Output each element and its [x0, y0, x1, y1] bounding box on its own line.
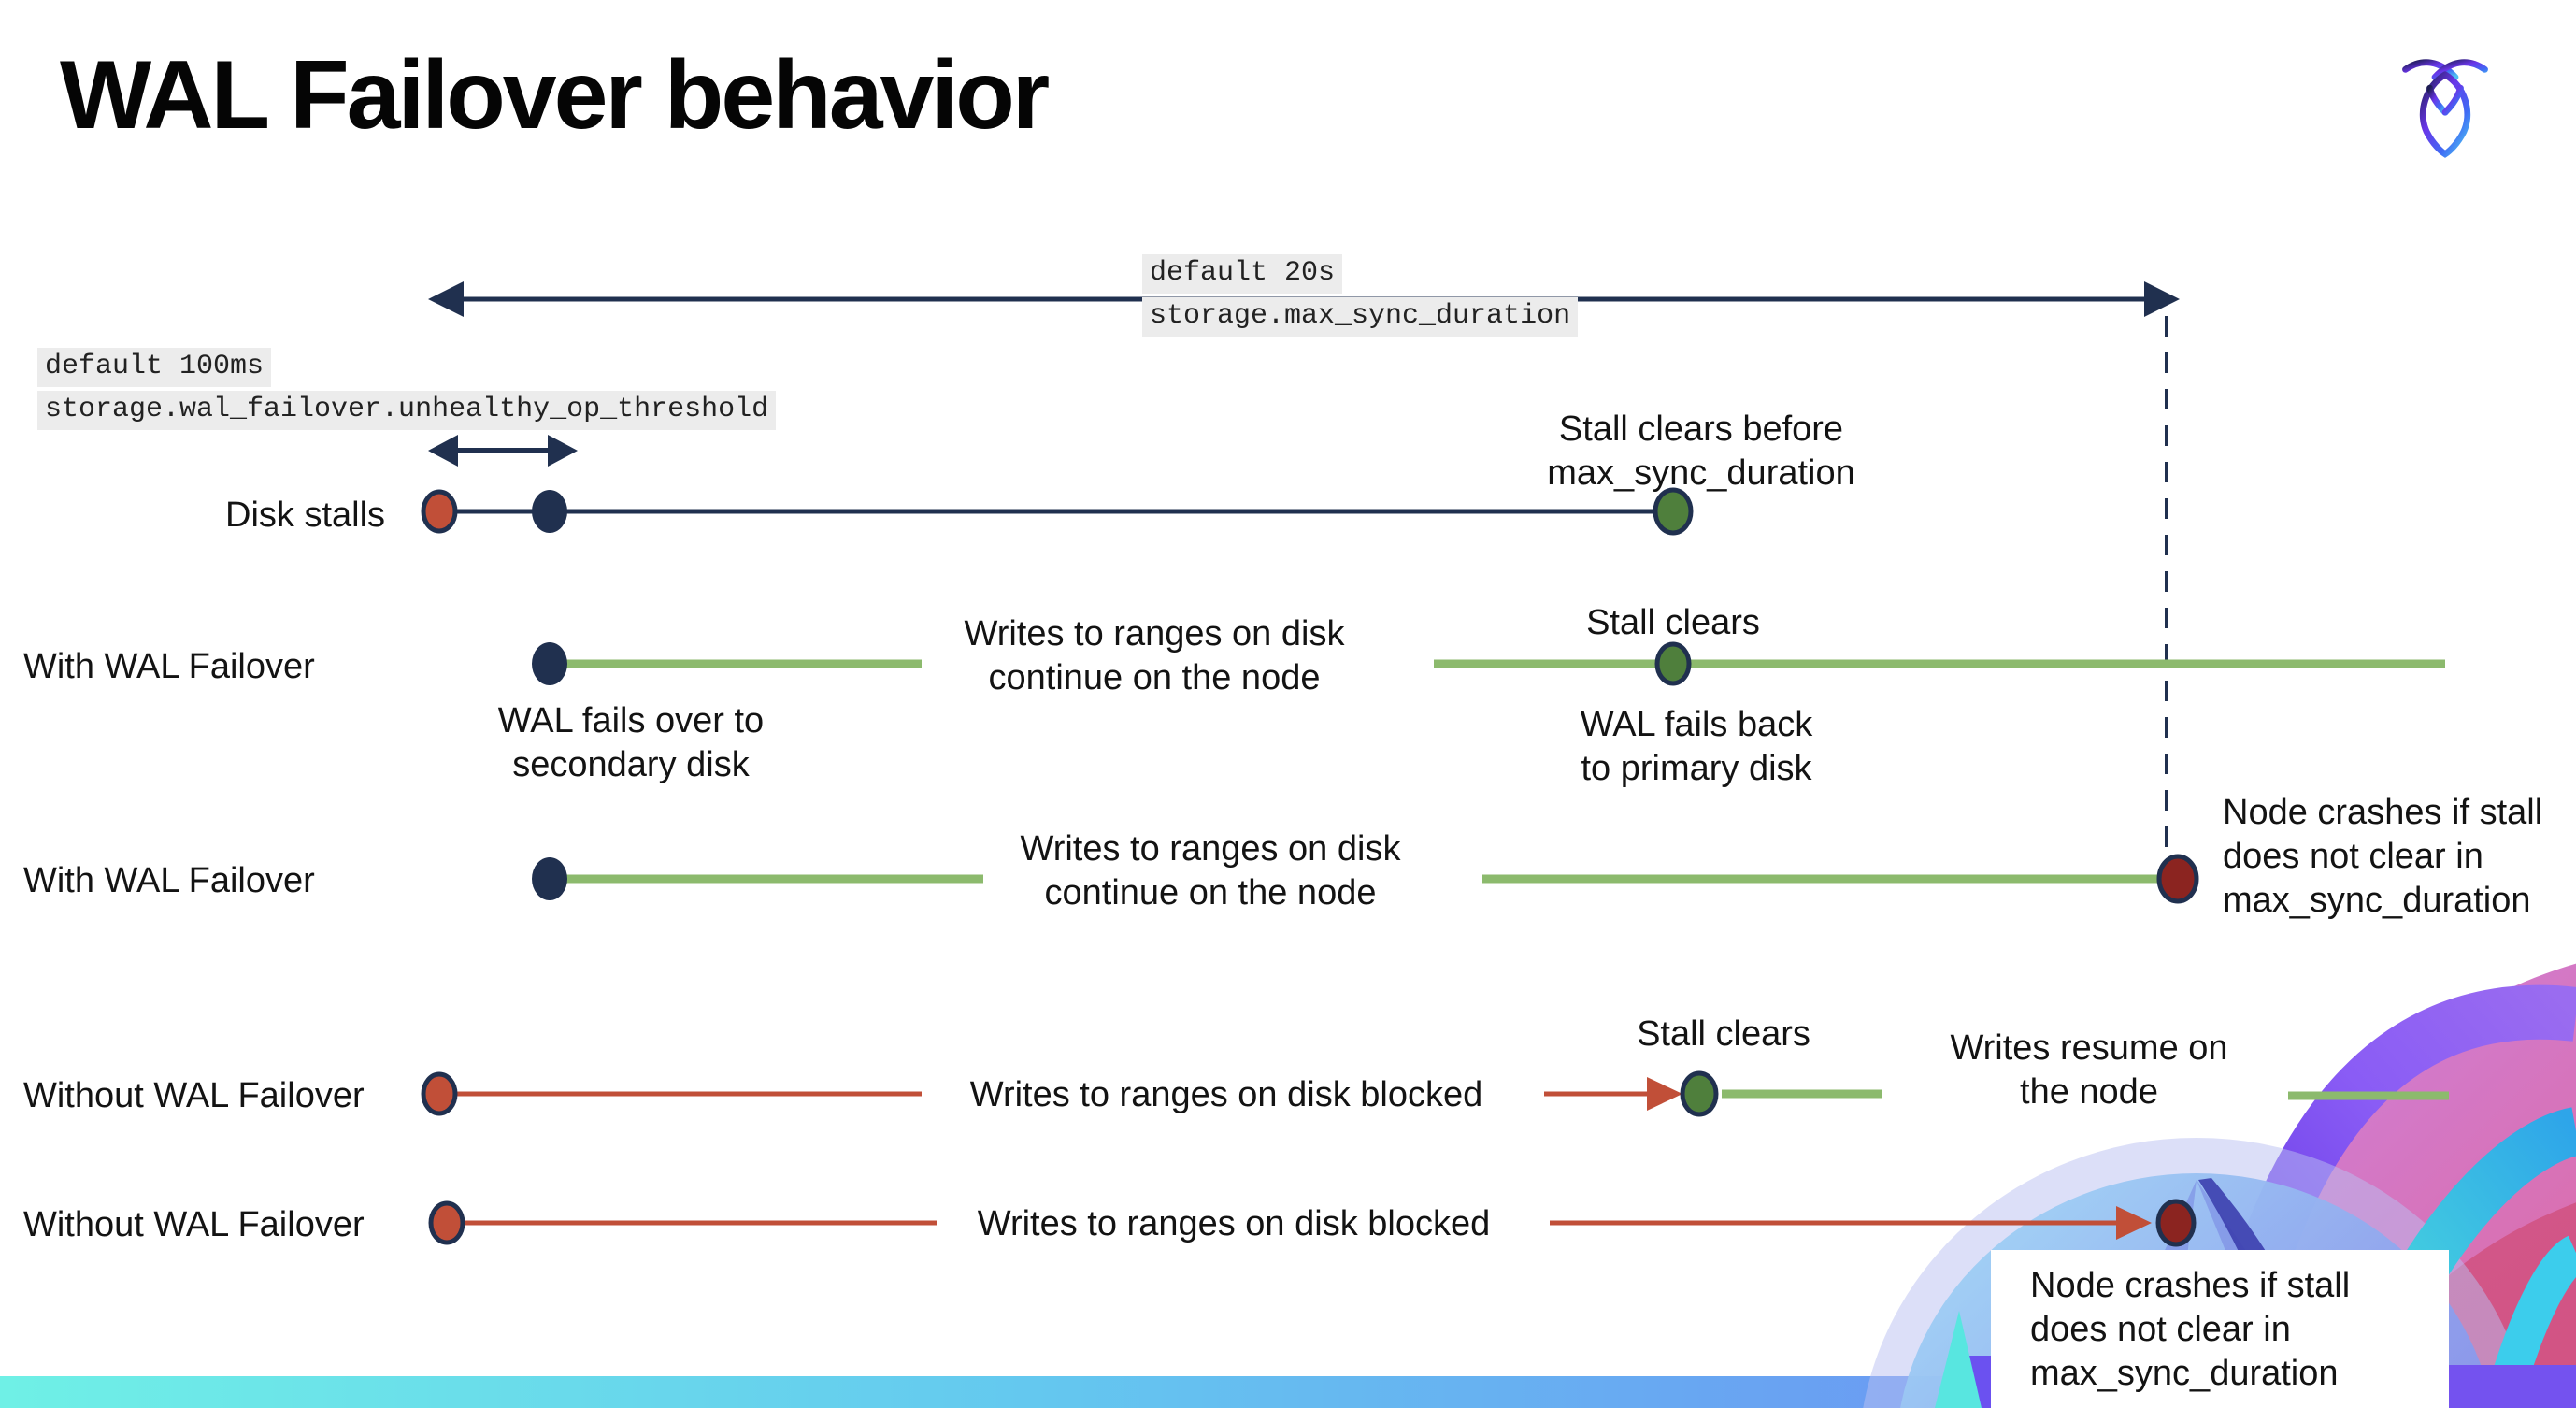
page-title: WAL Failover behavior [60, 41, 1050, 150]
unhealthy-op-annotation: default 100ms storage.wal_failover.unhea… [37, 348, 777, 434]
callout-writes-continue-1: Writes to ranges on disk continue on the… [964, 614, 1345, 697]
row2-failover-dot [532, 642, 567, 685]
row4-red-arrowhead [1647, 1077, 1682, 1111]
unhealthy-op-default-label: default 100ms [37, 348, 272, 387]
unhealthy-op-setting-name: storage.wal_failover.unhealthy_op_thresh… [37, 391, 777, 430]
logo-fork-left [2426, 84, 2449, 116]
row-label-with-wal-failover-2: With WAL Failover [23, 861, 315, 900]
callout-node-crashes-2: Node crashes if stall does not clear in … [2030, 1266, 2351, 1393]
row5-stall-start-dot [428, 1200, 465, 1245]
row-label-without-wal-failover-2: Without WAL Failover [23, 1205, 365, 1244]
row4-stall-start-dot [421, 1071, 458, 1116]
logo-antenna-left [2402, 59, 2459, 80]
row-label-disk-stalls: Disk stalls [225, 496, 386, 535]
node-crashes-label-box [1991, 1250, 2449, 1408]
max-sync-setting-name: storage.max_sync_duration [1142, 297, 1579, 337]
row3-failover-dot [532, 857, 567, 900]
callout-wal-fails-over: WAL fails over to secondary disk [497, 701, 765, 784]
max-sync-annotation: default 20s storage.max_sync_duration [1142, 254, 1579, 340]
row-label-with-wal-failover-1: With WAL Failover [23, 647, 315, 686]
row5-red-arrowhead [2116, 1206, 2152, 1240]
callout-writes-continue-2: Writes to ranges on disk continue on the… [1020, 829, 1401, 912]
callout-wal-fails-back: WAL fails back to primary disk [1580, 705, 1813, 788]
max-sync-arrowhead-right [2144, 281, 2180, 317]
callout-writes-blocked-2: Writes to ranges on disk blocked [977, 1204, 1491, 1243]
max-sync-default-label: default 20s [1142, 254, 1343, 294]
max-sync-arrowhead-left [428, 281, 464, 317]
row4-stall-clears-dot [1680, 1070, 1719, 1117]
row1-stall-start-dot [421, 489, 458, 534]
callout-stall-clears-before: Stall clears before max_sync_duration [1547, 409, 1855, 493]
row5-crash-dot [2155, 1199, 2197, 1247]
threshold-arrowhead-left [428, 435, 458, 467]
row3-crash-dot [2156, 854, 2199, 904]
cockroachdb-logo-icon [2402, 59, 2488, 158]
logo-fork-right [2441, 84, 2464, 116]
logo-antenna-right [2431, 59, 2488, 80]
callout-writes-resume: Writes resume on the node [1950, 1028, 2228, 1112]
row-label-without-wal-failover-1: Without WAL Failover [23, 1076, 365, 1115]
callout-stall-clears-2: Stall clears [1637, 1014, 1810, 1054]
row1-stall-clears-dot [1653, 487, 1694, 536]
callout-node-crashes-1: Node crashes if stall does not clear in … [2223, 793, 2543, 920]
callout-writes-blocked-1: Writes to ranges on disk blocked [969, 1075, 1483, 1114]
threshold-arrowhead-right [548, 435, 578, 467]
callout-stall-clears-1: Stall clears [1586, 603, 1760, 642]
row1-threshold-dot [532, 490, 567, 533]
artwork-cyan-wedge [1935, 1311, 1982, 1408]
row2-stall-clears-dot [1654, 641, 1692, 686]
